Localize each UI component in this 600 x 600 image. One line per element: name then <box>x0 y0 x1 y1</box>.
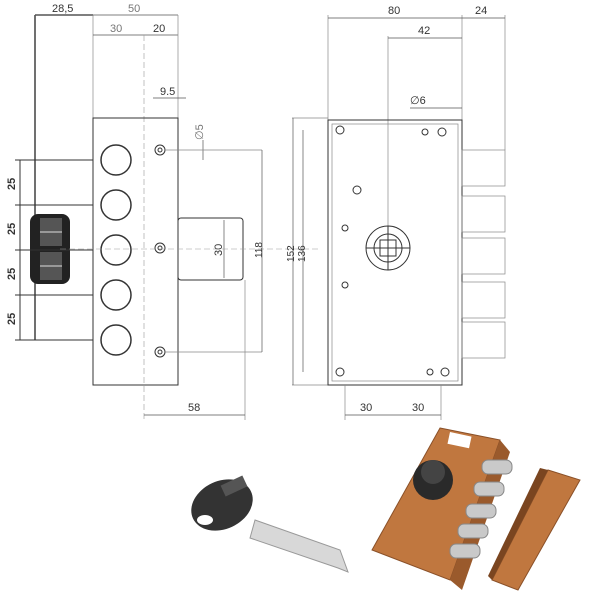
bolt-holes <box>100 144 132 356</box>
dim-width-a: 30 <box>110 23 122 35</box>
dim-cylinder-diameter: 30 <box>213 244 225 256</box>
dim-depth: 58 <box>188 402 200 414</box>
dim-width-total: 50 <box>128 3 140 15</box>
cylinder-knob-icon <box>30 214 70 284</box>
cylinder-rosette-icon <box>365 225 411 271</box>
dim-bottom-b: 30 <box>412 402 424 414</box>
dim-hole-diameter: ∅6 <box>410 95 426 107</box>
mounting-holes <box>335 125 450 377</box>
dim-height-inner: 136 <box>297 245 308 262</box>
dim-bottom-a: 30 <box>360 402 372 414</box>
bolts <box>461 149 506 359</box>
dim-pitch-2: 25 <box>6 223 18 235</box>
dim-offset: 28,5 <box>52 3 73 15</box>
dim-screw-spacing: 118 <box>254 242 265 258</box>
dim-width: 80 <box>388 5 400 17</box>
lock-image <box>371 427 581 591</box>
dim-pitch-1: 25 <box>6 178 18 190</box>
screws <box>154 144 166 358</box>
dim-pitch-3: 25 <box>6 268 18 280</box>
dim-cylinder-offset: 42 <box>418 25 430 37</box>
pitch-dimensions: 25 25 25 25 <box>6 159 93 341</box>
dim-bolt-projection: 24 <box>475 5 487 17</box>
key-image <box>191 475 349 573</box>
dim-height-outer: 152 <box>286 245 297 262</box>
dim-width-b: 20 <box>153 23 165 35</box>
dim-screw-diameter: ∅5 <box>194 124 206 140</box>
right-view: 80 24 42 ∅6 152 136 <box>286 5 506 420</box>
left-view: 28,5 50 30 20 9.5 ∅5 30 <box>6 3 320 420</box>
dim-screw-offset: 9.5 <box>160 86 175 98</box>
dim-pitch-4: 25 <box>6 313 18 325</box>
